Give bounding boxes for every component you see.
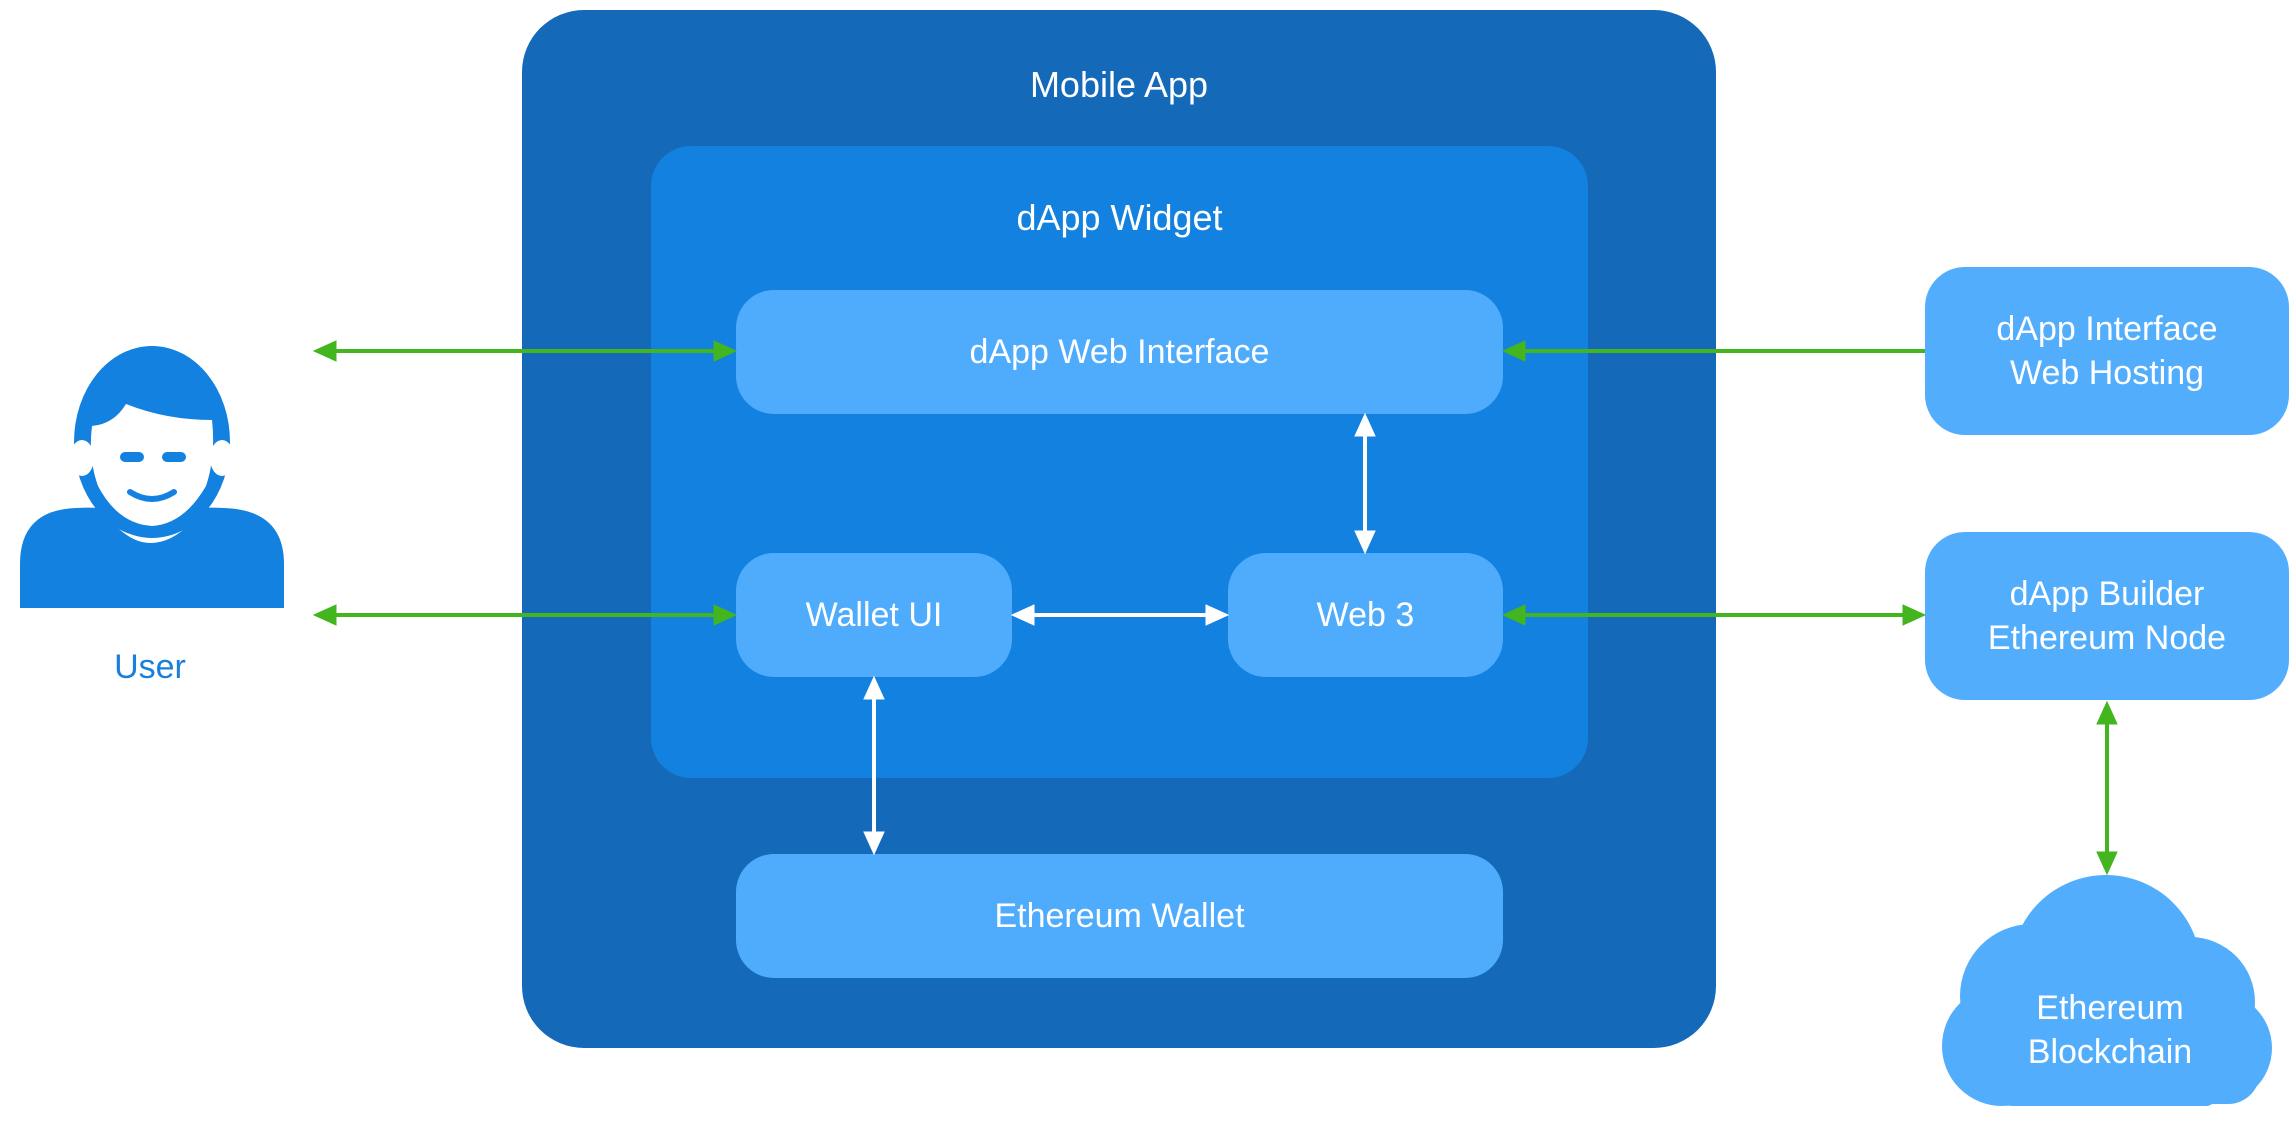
builder-line-1: dApp Builder (2009, 575, 2205, 613)
hosting-line-1: dApp Interface (1996, 310, 2218, 348)
blockchain-line-1: Ethereum (2036, 989, 2184, 1027)
blockchain-line-2: Blockchain (2027, 1033, 2193, 1071)
dapp-widget-title: dApp Widget (1016, 197, 1223, 238)
arrow-web3-builder-node (1501, 604, 1927, 626)
dapp-builder-ethereum-node-box: dApp Builder Ethereum Node (1925, 532, 2289, 700)
wallet-ui-box: Wallet UI (736, 553, 1012, 677)
hosting-line-2: Web Hosting (2009, 354, 2205, 392)
dapp-interface-web-hosting-box: dApp Interface Web Hosting (1925, 267, 2289, 435)
builder-line-2: Ethereum Node (1987, 619, 2227, 657)
arrow-builder-node-blockchain (2096, 700, 2118, 876)
arrow-wallet-ui-web3 (1010, 604, 1230, 626)
ethereum-wallet-box: Ethereum Wallet (736, 854, 1503, 978)
user-icon (20, 346, 284, 608)
user-label: User (114, 648, 186, 686)
arrow-user-web-interface (312, 340, 738, 362)
mobile-app-title: Mobile App (1029, 64, 1209, 105)
web3-box: Web 3 (1228, 553, 1503, 677)
arrow-wallet-ui-ethereum-wallet (863, 675, 885, 856)
arrow-web-interface-web3 (1354, 412, 1376, 555)
arrow-user-wallet-ui (312, 604, 738, 626)
arrow-hosting-web-interface (1501, 340, 1925, 362)
ethereum-blockchain-label: Ethereum Blockchain (1960, 975, 2260, 1085)
dapp-web-interface-box: dApp Web Interface (736, 290, 1503, 414)
